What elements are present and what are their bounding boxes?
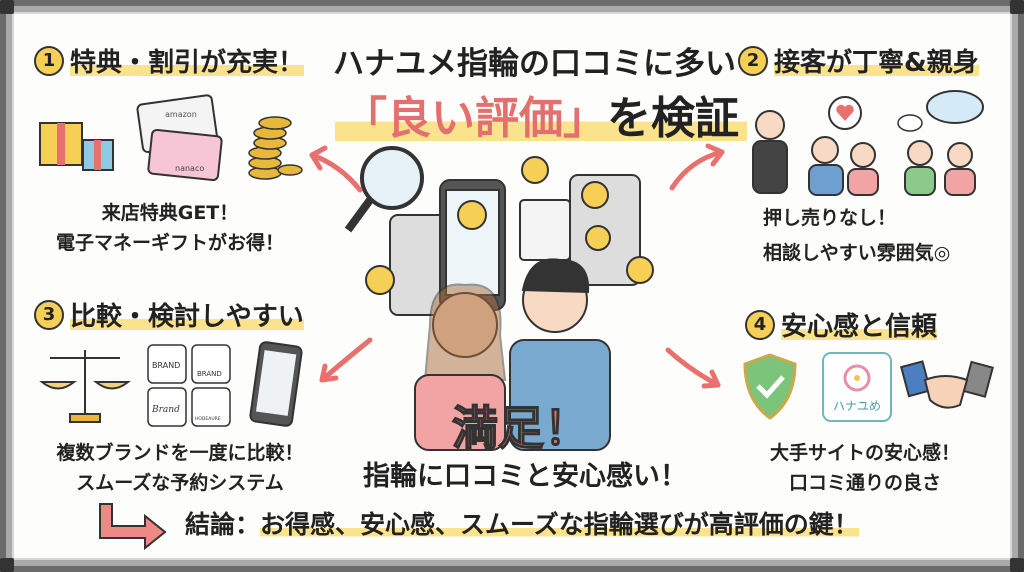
section1-line2: 電子マネーギフトがお得！ <box>55 232 284 254</box>
smiley-bubble-icons <box>365 156 654 295</box>
svg-text:amazon: amazon <box>165 110 197 119</box>
number-badge: 3 <box>34 299 64 330</box>
arrow-to-section2 <box>669 149 725 191</box>
shield-check-icon <box>743 353 797 420</box>
number-badge: 2 <box>738 45 768 76</box>
frame-corner <box>1010 0 1024 14</box>
conclusion-label: 結論： <box>185 510 261 539</box>
center-illustration <box>344 146 654 451</box>
title-line2: 「良い評価」を検証 <box>335 82 747 146</box>
conclusion-arrow-icon <box>99 503 167 551</box>
second-couple-icon <box>904 140 976 196</box>
smartphone-compare-icon <box>249 341 303 427</box>
balance-scale-icon <box>39 350 131 423</box>
center-caption: 指輪に口コミと安心感い！ <box>363 461 687 492</box>
brand-logo-2: BRAND <box>197 370 222 378</box>
title-rest: を検証 <box>607 93 739 144</box>
section2-line2: 相談しやすい雰囲気◎ <box>763 242 951 264</box>
brand-logo-1: BRAND <box>152 361 180 370</box>
svg-text:ハナユめ: ハナユめ <box>833 399 881 413</box>
title-bracket-open: 「 <box>343 93 387 144</box>
section2-line1: 押し売りなし！ <box>763 207 897 229</box>
section3-line1: 複数ブランドを一度に比較！ <box>56 442 304 464</box>
section4-line1: 大手サイトの安心感！ <box>769 442 960 464</box>
brand-logo-4: HODEAURE <box>195 416 221 422</box>
svg-text:nanaco: nanaco <box>175 164 204 173</box>
heart-bubble-icon <box>828 96 862 130</box>
nanaco-card-icon: nanaco <box>147 128 223 182</box>
brand-logo-3: Brand <box>151 405 180 415</box>
section1-heading-text: 特典・割引が充実！ <box>70 42 305 79</box>
title-line1: ハナユメ指輪の口コミに多い <box>333 46 736 82</box>
conclusion-text: お得感、安心感、スムーズな指輪選びが高評価の鍵！ <box>260 510 859 539</box>
handshake-icon <box>899 360 994 409</box>
chat-bubble-icon <box>897 90 984 132</box>
trust-illustration: ハナユめ <box>743 352 994 422</box>
brand-logos-grid <box>147 344 231 427</box>
section4-heading-text: 安心感と信頼 <box>781 306 938 343</box>
arrow-to-section1 <box>309 152 363 193</box>
title-highlight: 良い評価 <box>387 93 563 144</box>
staff-person-icon <box>752 110 788 194</box>
happy-couple-icon <box>414 258 611 451</box>
magnifying-glass-icon <box>344 146 424 233</box>
frame-corner <box>0 558 14 572</box>
arrow-to-section3 <box>319 337 373 383</box>
number-badge: 1 <box>34 45 64 76</box>
gift-box-icon <box>39 122 114 171</box>
number-badge: 4 <box>745 309 775 340</box>
section1-line1: 来店特典GET！ <box>101 202 239 224</box>
phones-icon <box>389 174 641 316</box>
compare-illustration: BRAND BRAND Brand HODEAURE <box>39 341 303 427</box>
title-bracket-close: 」 <box>563 93 607 144</box>
section3-heading-text: 比較・検討しやすい <box>70 296 304 333</box>
gift-card-coins-illustration: amazon nanaco <box>39 94 303 182</box>
arrow-to-section4 <box>665 347 721 388</box>
frame-corner <box>0 0 14 14</box>
section2-heading-text: 接客が丁寧&親身 <box>774 42 979 79</box>
coins-icon <box>248 116 303 180</box>
conclusion: 結論：お得感、安心感、スムーズな指輪選びが高評価の鍵！ <box>185 505 859 541</box>
satisfied-label: 満足！ <box>451 400 591 456</box>
section4-line2: 口コミ通りの良さ <box>788 472 941 494</box>
staff-and-couple-illustration <box>752 90 984 196</box>
section3-line2: スムーズな予約システム <box>76 472 284 494</box>
hanayume-logo: ハナユめ <box>822 352 892 422</box>
frame-corner <box>1010 558 1024 572</box>
customer-couple-icon <box>808 136 879 196</box>
